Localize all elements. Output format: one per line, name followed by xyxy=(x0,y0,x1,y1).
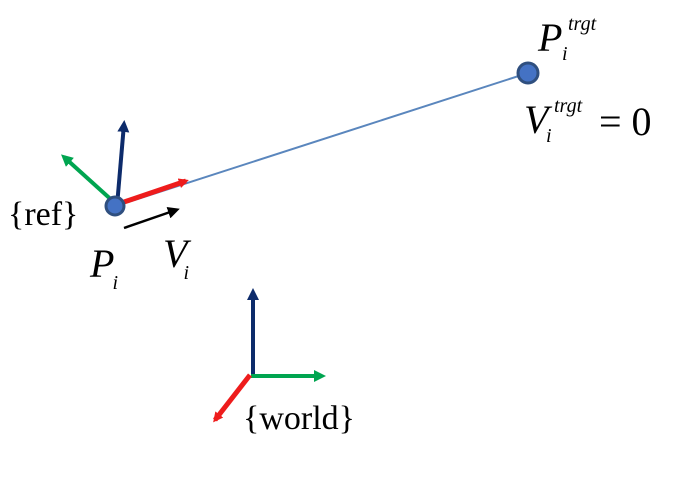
p-target-symbol: P xyxy=(538,15,563,60)
ref-frame-y-axis xyxy=(61,154,118,206)
ref-frame-z-axis xyxy=(115,120,130,207)
v-target-subscript: i xyxy=(546,125,552,147)
ref-frame-x-axis xyxy=(117,178,189,207)
p-i-subscript: i xyxy=(112,272,118,294)
v-i-symbol: V xyxy=(163,231,188,276)
p-target-subscript: i xyxy=(562,43,568,65)
point-p-i xyxy=(104,195,126,217)
p-i-symbol: P xyxy=(90,241,115,286)
v-i-label: Vi xyxy=(163,231,193,284)
v-target-equals: = 0 xyxy=(599,99,652,144)
v-target-superscript: trgt xyxy=(554,95,583,117)
velocity-arrow xyxy=(123,206,180,230)
p-i-label: Pi xyxy=(90,241,120,294)
p-target-label: P trgt i xyxy=(538,14,618,66)
world-frame-x-axis xyxy=(213,373,252,423)
world-frame-label: {world} xyxy=(243,400,355,437)
ref-frame-label: {ref} xyxy=(8,196,79,233)
v-i-subscript: i xyxy=(183,262,189,284)
v-target-symbol: V xyxy=(524,97,549,142)
point-p-target xyxy=(516,61,540,85)
p-target-superscript: trgt xyxy=(568,13,597,35)
v-target-label: V trgt i = 0 xyxy=(524,92,669,152)
